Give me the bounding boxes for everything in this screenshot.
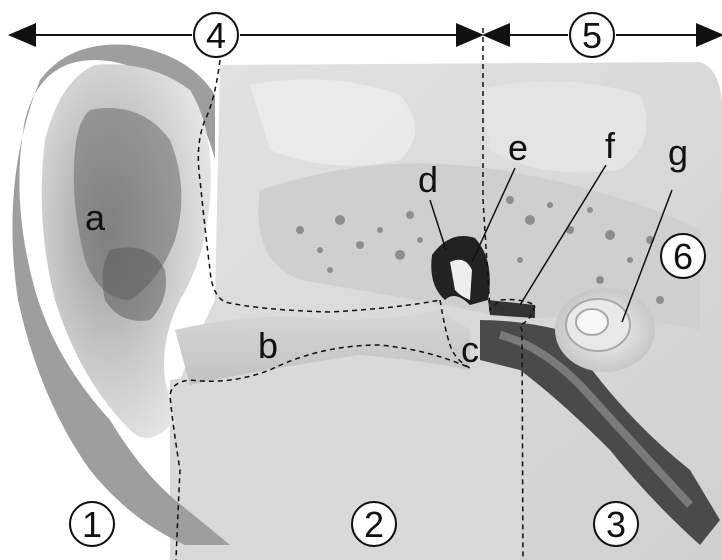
circled-number-2: 2: [352, 502, 396, 546]
circled-number-6: 6: [661, 234, 705, 278]
cochlea: [555, 288, 655, 372]
number-6-label: 6: [673, 236, 693, 277]
label-g: g: [668, 132, 688, 173]
circled-number-5: 5: [570, 13, 614, 57]
number-5-label: 5: [582, 15, 602, 56]
number-2-label: 2: [364, 504, 384, 545]
number-4-label: 4: [206, 15, 226, 56]
circled-number-4: 4: [194, 13, 238, 57]
number-1-label: 1: [82, 504, 102, 545]
label-f: f: [605, 125, 616, 166]
label-a: a: [85, 197, 106, 238]
label-e: e: [508, 127, 528, 168]
label-b: b: [258, 325, 278, 366]
circled-number-1: 1: [70, 502, 114, 546]
label-d: d: [418, 159, 438, 200]
label-c: c: [461, 329, 479, 370]
circled-number-3: 3: [594, 502, 638, 546]
number-3-label: 3: [606, 504, 626, 545]
